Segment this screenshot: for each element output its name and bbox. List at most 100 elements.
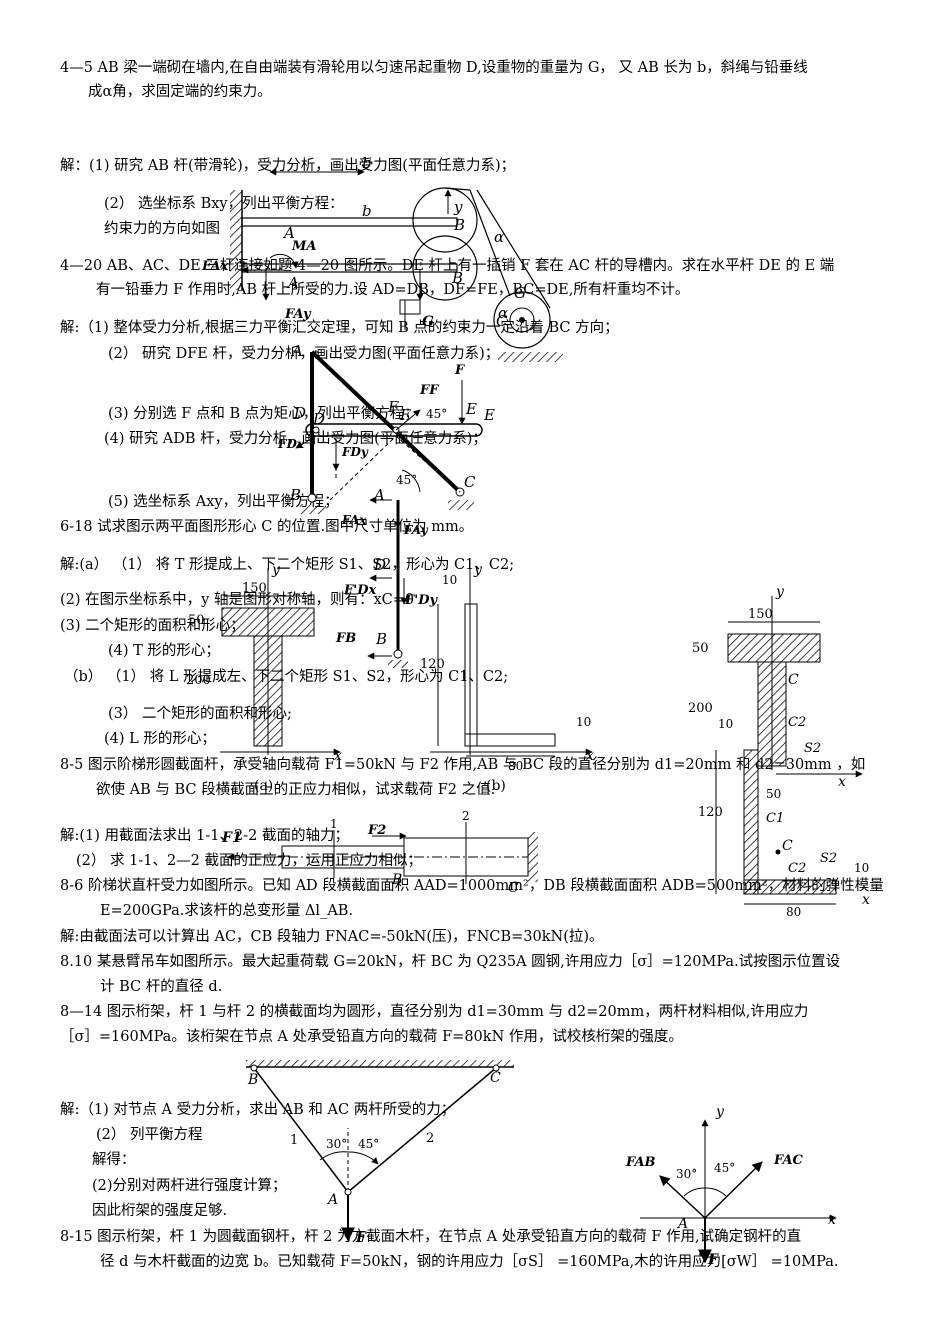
svg-text:2: 2 [462, 809, 470, 823]
svg-text:D: D [293, 404, 306, 422]
text-line: 4—5 AB 梁一端砌在墙内,在自由端装有滑轮用以匀速吊起重物 D,设重物的重量… [60, 60, 808, 76]
text-line: (4) T 形的形心； [108, 643, 220, 659]
svg-text:FDy: FDy [341, 445, 369, 459]
svg-text:B: B [247, 1072, 258, 1088]
svg-text:FB: FB [335, 631, 356, 646]
svg-text:(a): (a) [254, 778, 273, 794]
svg-text:150: 150 [242, 581, 267, 596]
svg-text:A: A [290, 342, 303, 360]
svg-text:A: A [282, 224, 295, 242]
svg-text:B: B [289, 486, 301, 504]
text-line: (2） 求 1-1、2—2 截面的正应力，运用正应力相似； [76, 853, 423, 869]
svg-text:F: F [707, 1252, 719, 1268]
svg-text:30°: 30° [676, 1167, 697, 1181]
svg-text:F: F [454, 363, 465, 378]
svg-text:C: C [508, 880, 519, 896]
figure-4-20: A D D F F E E F FF 45° FDy FDx B C A 45°… [277, 342, 495, 668]
svg-text:α: α [494, 228, 504, 246]
text-line: (2) 在图示坐标系中，y 轴是图形对称轴，则有：xC=0 [60, 592, 415, 608]
text-line: ［σ］=160MPa。该桁架在节点 A 处承受铅直方向的载荷 F=80kN 作用… [60, 1029, 683, 1045]
text-line: (3) 分别选 F 点和 B 点为矩心，列出平衡方程； [108, 406, 419, 422]
svg-text:B: B [375, 630, 387, 648]
svg-text:45°: 45° [396, 473, 417, 487]
svg-text:F'Dx: F'Dx [343, 583, 376, 598]
text-line: 8-15 图示桁架，杆 1 为圆截面钢杆，杆 2 为方截面木杆，在节点 A 处承… [60, 1229, 802, 1245]
svg-text:150: 150 [748, 607, 773, 622]
pulley-upper [412, 187, 478, 253]
svg-text:x: x [828, 1212, 836, 1228]
figure-8-5: F1 F2 1 2 B C [221, 809, 538, 896]
svg-text:FAx: FAx [201, 259, 229, 274]
svg-text:y: y [473, 562, 483, 578]
svg-text:C: C [782, 838, 793, 854]
text-line: 解:（1) 对节点 A 受力分析，求出 AB 和 AC 两杆所受的力； [60, 1102, 456, 1118]
text-line: (3） 二个矩形的面积和形心; [108, 706, 292, 722]
figure-6-18a: 150 y x 50 200 (a) [186, 562, 342, 794]
svg-text:FAy: FAy [284, 307, 312, 322]
text-line: (4) 研究 ADB 杆，受力分析，画出受力图(平面任意力系)； [104, 431, 487, 447]
beam-ab-upper [241, 217, 458, 227]
beam-ab-lower [241, 263, 458, 273]
svg-text:E: E [465, 400, 477, 418]
svg-text:F'Dy: F'Dy [404, 593, 438, 608]
svg-text:x: x [586, 748, 594, 764]
svg-text:10: 10 [854, 861, 869, 875]
svg-text:C: C [490, 1070, 501, 1086]
svg-text:50: 50 [692, 641, 709, 656]
svg-text:S2: S2 [804, 741, 821, 756]
text-line: 6-18 试求图示两平面图形形心 C 的位置.图中尺寸单位为 mm。 [60, 519, 474, 535]
svg-text:45°: 45° [358, 1137, 379, 1151]
text-line: 8-5 图示阶梯形圆截面杆，承受轴向载荷 F1=50kN 与 F2 作用,AB … [60, 757, 866, 773]
svg-text:b: b [362, 202, 372, 220]
svg-text:10: 10 [442, 573, 457, 587]
text-line: (2） 列平衡方程 [96, 1127, 203, 1143]
text-line: 解:由截面法可以计算出 AC，CB 段轴力 FNAC=-50kN(压)，FNCB… [60, 929, 604, 945]
text-line: 解得： [92, 1152, 136, 1168]
figure-6-18-right: 150 y 50 200 C C2 S2 10 x 50 120 C1 C C2… [688, 584, 870, 919]
svg-text:F: F [355, 1230, 367, 1246]
svg-text:A: A [286, 274, 299, 292]
svg-text:C2: C2 [788, 861, 806, 876]
svg-text:C: C [788, 672, 799, 688]
pulley-g [493, 291, 551, 349]
svg-text:y: y [715, 1104, 725, 1120]
text-line: 欲使 AB 与 BC 段横截面上的正应力相似，试求载荷 F2 之值. [96, 782, 496, 798]
svg-text:E: E [483, 406, 495, 424]
wall [230, 190, 242, 290]
text-line: 8-6 阶梯状直杆受力如图所示。已知 AD 段横截面面积 AAD=1000mm²… [60, 878, 884, 894]
svg-text:FAB: FAB [625, 1155, 656, 1170]
svg-text:F: F [387, 398, 399, 416]
text-line: （b） （1） 将 L 形提成左、下二个矩形 S1、S2，形心为 C1、C2; [64, 669, 509, 685]
svg-text:G: G [514, 284, 526, 302]
svg-text:200: 200 [688, 701, 713, 716]
svg-text:G: G [422, 314, 434, 330]
figure-8-14-fbd: y x FAB FAC 30° 45° A F [625, 1104, 837, 1268]
text-line: (5) 选坐标系 Axy，列出平衡方程； [108, 494, 339, 510]
text-line: 解：(1) 研究 AB 杆(带滑轮)，受力分析，画出受力图(平面任意力系)； [60, 158, 516, 174]
svg-text:D: D [312, 410, 325, 428]
label-b: b [362, 154, 372, 172]
svg-text:FAC: FAC [773, 1153, 804, 1168]
text-line: E=200GPa.求该杆的总变形量 Δl_AB. [100, 903, 354, 919]
svg-text:10: 10 [718, 717, 733, 731]
svg-text:50: 50 [188, 613, 205, 628]
svg-text:200: 200 [186, 673, 211, 688]
svg-text:80: 80 [508, 759, 523, 773]
text-line: (3) 二个矩形的面积和形心； [60, 618, 245, 634]
text-line: (2） 研究 DFE 杆，受力分析，画出受力图(平面任意力系)； [108, 346, 500, 362]
svg-text:S2: S2 [820, 851, 837, 866]
text-line: 解:(a） （1） 将 T 形提成上、下二个矩形 S1、S2，形心为 C1、C2… [60, 557, 515, 573]
svg-text:1: 1 [330, 817, 338, 831]
svg-text:45°: 45° [426, 407, 447, 421]
svg-text:y: y [775, 584, 785, 600]
figure-8-14: B C 1 2 30° 45° A F [246, 1060, 514, 1246]
svg-text:FAy: FAy [403, 523, 429, 537]
text-line: 解:（1) 整体受力分析,根据三力平衡汇交定理，可知 B 点的约束力一定沿着 B… [60, 320, 619, 336]
svg-text:120: 120 [420, 657, 445, 672]
svg-text:A: A [676, 1216, 688, 1232]
bar-de [305, 423, 483, 437]
svg-text:B: B [453, 216, 465, 234]
svg-text:y: y [453, 198, 463, 216]
figure-4-5: b b B B y A A α α G C G MA FAx FAy [201, 154, 563, 362]
